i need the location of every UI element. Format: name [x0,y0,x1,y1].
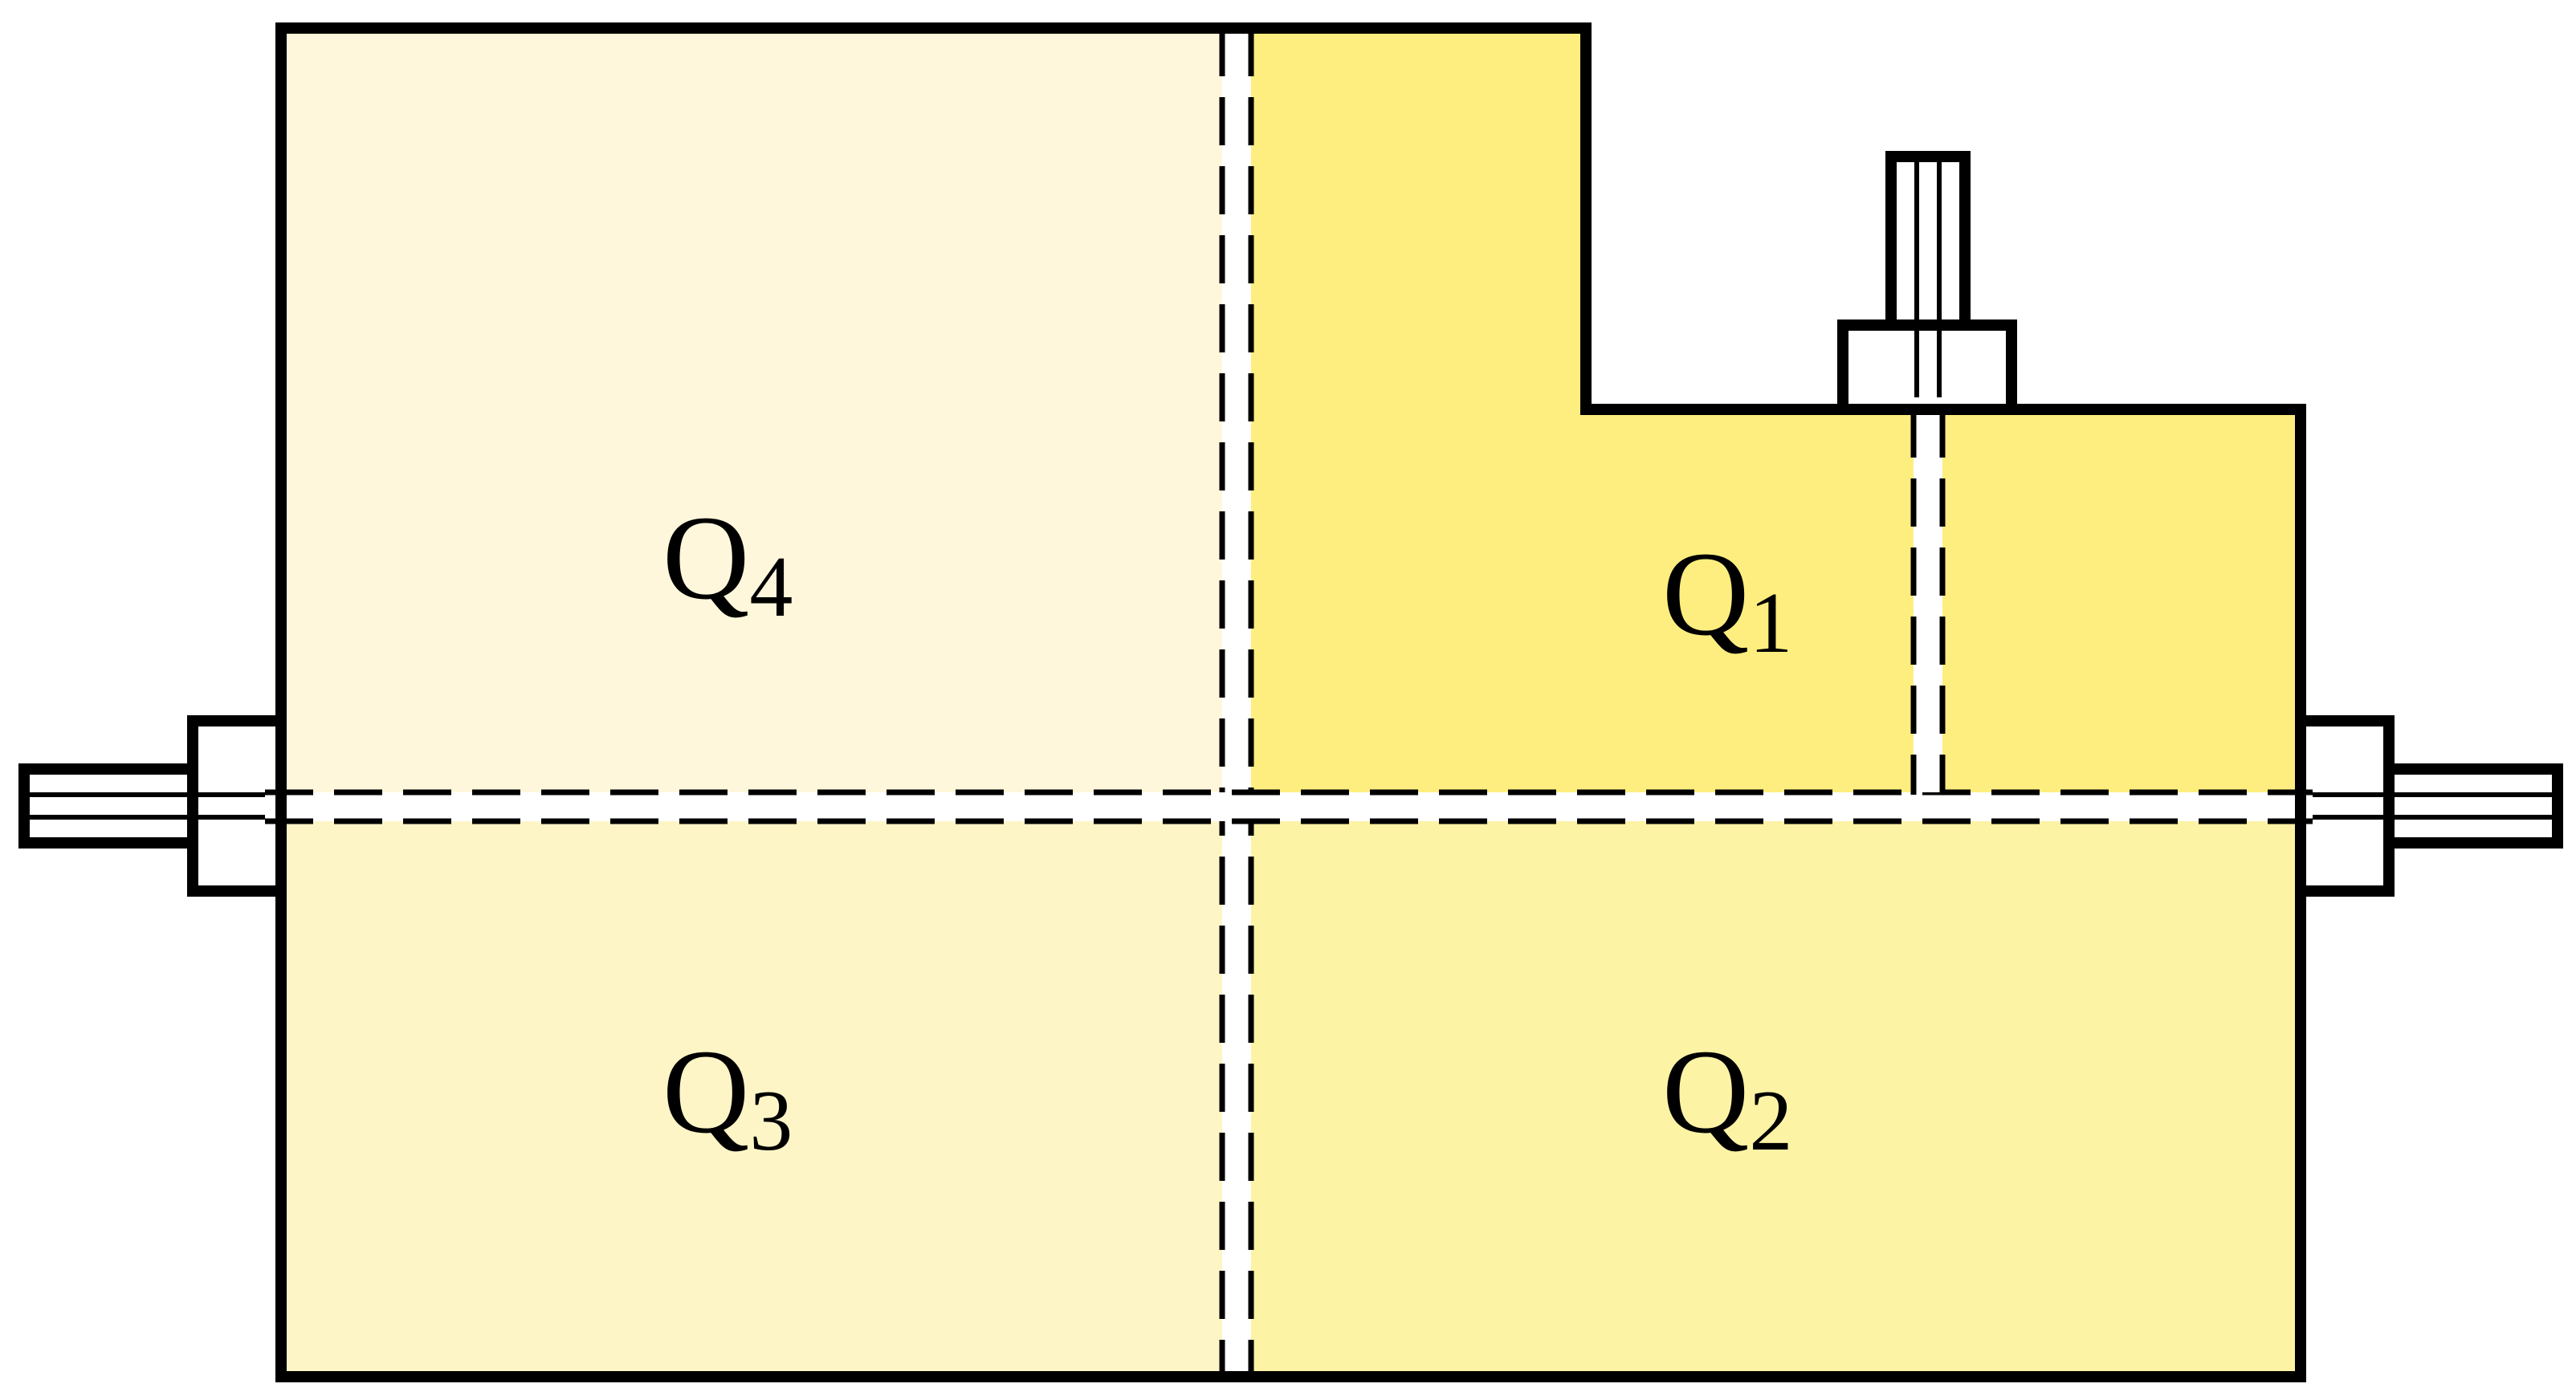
right-bolt-shaft [2383,763,2563,849]
quadrant-q3-fill [281,807,1237,1377]
label-q3: Q3 [662,1025,793,1169]
top-bolt-shaft [1885,151,1971,331]
label-q1: Q1 [1662,527,1792,671]
top-bolt-nut [1837,319,2017,415]
vertical-channel [1219,28,1254,1377]
left-bolt [18,715,287,897]
quadrant-q4-fill [281,28,1237,807]
top-bolt [1837,151,2017,415]
upper-right-channel [1910,409,1946,795]
label-q2: Q2 [1662,1025,1792,1169]
horizontal-channel [265,789,2313,824]
quadrant-q2-fill [1237,807,2301,1377]
quadrant-q1-fill [1237,28,2301,807]
left-bolt-shaft [18,763,198,849]
right-bolt-nut [2295,715,2395,897]
label-q4: Q4 [662,491,793,635]
right-bolt [2295,715,2563,897]
